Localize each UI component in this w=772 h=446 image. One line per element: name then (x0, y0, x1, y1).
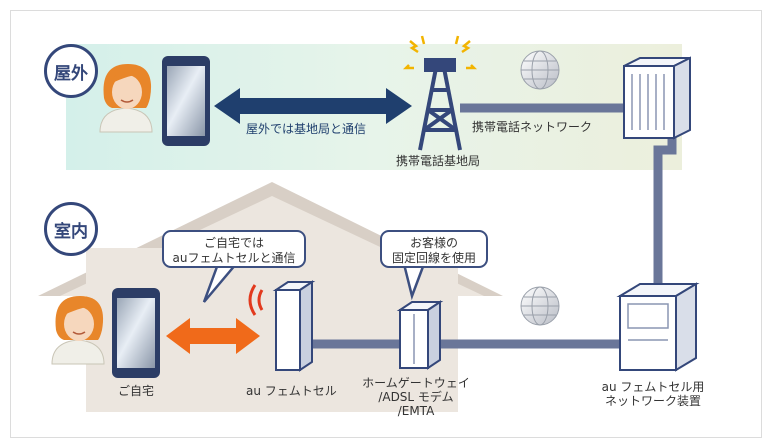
base-station-label: 携帯電話基地局 (396, 154, 481, 168)
gateway-label-line: ホームゲートウェイ (362, 376, 470, 390)
femtocell-label: au フェムトセル (246, 384, 337, 398)
gateway-label-line: /EMTA (397, 404, 435, 418)
person-icon (99, 64, 153, 133)
network-device-label-line: au フェムトセル用 (601, 380, 705, 394)
indoor-comm-arrow (166, 318, 260, 354)
outdoor-comm-label: 屋外では基地局と通信 (246, 122, 367, 136)
network-device-label-line: ネットワーク装置 (604, 394, 701, 408)
outdoor-zone-badge: 屋外 (44, 44, 98, 98)
bubble-line: auフェムトセルと通信 (172, 251, 296, 265)
bubble-line: ご自宅では (203, 236, 264, 250)
base-station-tower-icon (418, 58, 462, 151)
bubble-line: 固定回線を使用 (391, 251, 476, 265)
person-icon (51, 296, 105, 365)
globe-icon (520, 286, 560, 326)
outdoor-comm-arrow (214, 88, 412, 124)
home-label: ご自宅 (118, 384, 155, 398)
bubble-line: お客様の (409, 236, 458, 250)
fixed-line-bubble: お客様の 固定回線を使用 (380, 230, 488, 268)
femtocell-network-device-icon (616, 282, 700, 372)
globe-icon (520, 50, 560, 90)
gateway-label: ホームゲートウェイ /ADSL モデム /EMTA (360, 376, 472, 418)
mobile-network-server-icon (623, 56, 691, 140)
femtocell-unit-icon (272, 280, 316, 372)
smartphone-icon (162, 56, 210, 146)
mobile-network-label: 携帯電話ネットワーク (472, 120, 593, 134)
network-links (308, 103, 677, 349)
gateway-label-line: /ADSL モデム (378, 390, 454, 404)
signal-icon (402, 35, 478, 70)
network-device-label: au フェムトセル用 ネットワーク装置 (588, 380, 718, 408)
home-gateway-icon (396, 300, 444, 370)
smartphone-icon (112, 288, 160, 378)
home-comm-bubble: ご自宅では auフェムトセルと通信 (162, 230, 306, 268)
femto-signal-icon (248, 284, 264, 316)
indoor-zone-badge: 室内 (44, 202, 98, 256)
